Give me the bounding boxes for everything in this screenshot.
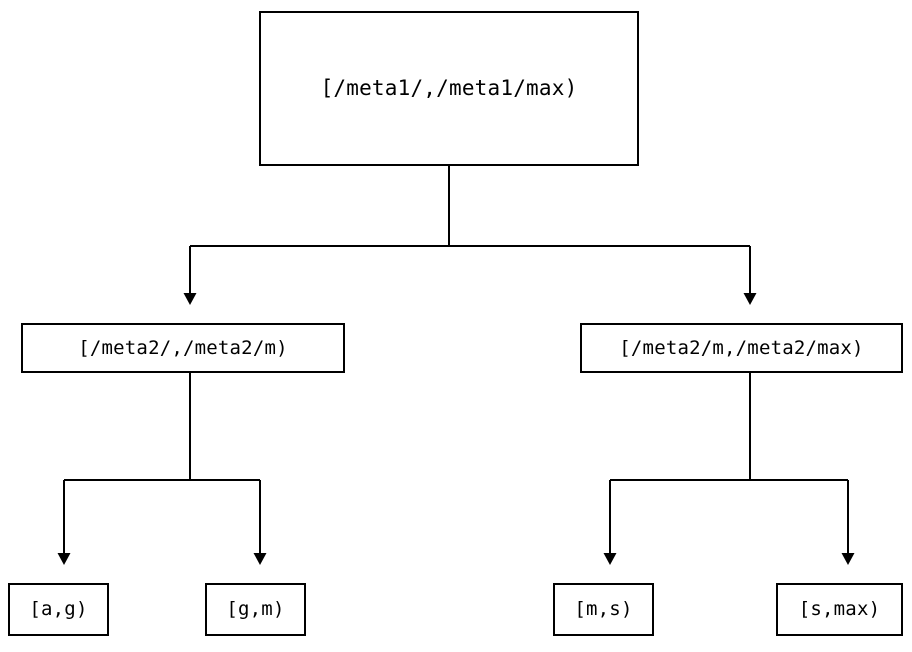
tree-node-mid-left-label: [/meta2/,/meta2/m) (78, 336, 288, 359)
arrowhead-down-icon (743, 293, 757, 305)
tree-node-root[interactable]: [/meta1/,/meta1/max) (259, 11, 639, 166)
tree-node-leaf-ms[interactable]: [m,s) (553, 583, 654, 636)
tree-node-root-label: [/meta1/,/meta1/max) (320, 76, 578, 100)
arrowhead-down-icon (57, 553, 71, 565)
tree-node-leaf-smax-label: [s,max) (798, 598, 881, 620)
tree-node-leaf-ms-label: [m,s) (574, 598, 633, 620)
arrowhead-down-icon (183, 293, 197, 305)
arrowhead-down-icon (841, 553, 855, 565)
tree-node-mid-right-label: [/meta2/m,/meta2/max) (619, 336, 864, 359)
tree-node-mid-left[interactable]: [/meta2/,/meta2/m) (21, 323, 345, 373)
tree-node-leaf-gm[interactable]: [g,m) (205, 583, 306, 636)
tree-node-mid-right[interactable]: [/meta2/m,/meta2/max) (580, 323, 903, 373)
arrowhead-down-icon (253, 553, 267, 565)
tree-node-leaf-smax[interactable]: [s,max) (776, 583, 903, 636)
tree-node-leaf-ag-label: [a,g) (29, 598, 88, 620)
tree-node-leaf-ag[interactable]: [a,g) (8, 583, 109, 636)
tree-node-leaf-gm-label: [g,m) (226, 598, 285, 620)
arrowhead-down-icon (603, 553, 617, 565)
